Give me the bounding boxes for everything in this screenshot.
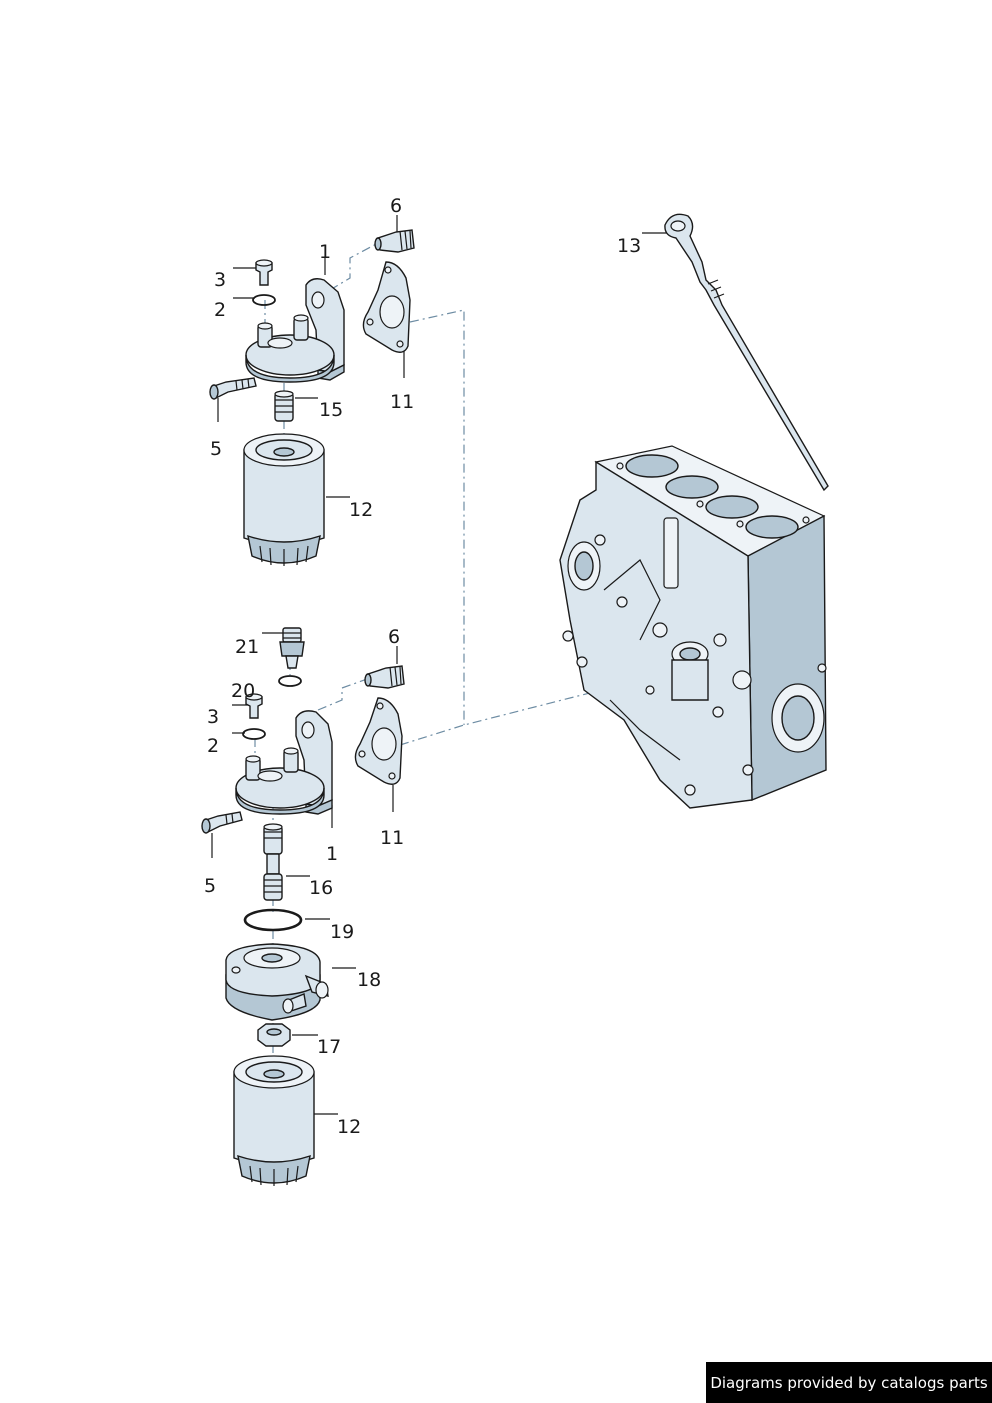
- callout-20: 20: [231, 680, 256, 702]
- threaded-pin-top: [274, 390, 294, 422]
- oil-cooler-18: [225, 943, 329, 1021]
- seal-ring-20: [278, 675, 302, 687]
- callout-2-bottom: 2: [207, 735, 220, 757]
- gasket-bottom: [354, 697, 403, 785]
- engine-block: [559, 445, 827, 809]
- oil-pressure-switch-top: [374, 229, 415, 253]
- oil-dipstick: [664, 213, 829, 492]
- pressure-switch-21: [279, 627, 305, 669]
- oil-filter-flange-bottom: [235, 710, 333, 815]
- callout-1-bottom: 1: [326, 843, 339, 865]
- callout-3-bottom: 3: [207, 706, 220, 728]
- callout-12-bottom: 12: [337, 1116, 362, 1138]
- oil-filter-flange-top: [245, 278, 345, 383]
- oil-filter-top: [243, 433, 325, 566]
- callout-16: 16: [309, 877, 334, 899]
- callout-1-top: 1: [319, 241, 332, 263]
- callout-15: 15: [319, 399, 344, 421]
- oil-filter-bottom: [233, 1055, 315, 1186]
- threaded-pin-16: [263, 823, 283, 901]
- callout-6-top: 6: [390, 195, 403, 217]
- callout-13: 13: [617, 235, 642, 257]
- callout-11-bottom: 11: [380, 827, 405, 849]
- screw-plug-bottom: [245, 693, 263, 719]
- credit-banner: Diagrams provided by catalogs parts: [706, 1362, 992, 1403]
- oil-pressure-switch-bottom: [364, 665, 405, 689]
- callout-5-bottom: 5: [204, 875, 217, 897]
- callout-12-top: 12: [349, 499, 374, 521]
- callout-21: 21: [235, 636, 260, 658]
- callout-11-top: 11: [390, 391, 415, 413]
- screw-plug-top: [255, 259, 273, 286]
- bolt-top: [209, 377, 257, 400]
- gasket-top: [362, 261, 411, 353]
- callout-17: 17: [317, 1036, 342, 1058]
- nut-17: [257, 1023, 291, 1047]
- callout-3-top: 3: [214, 269, 227, 291]
- callout-6-bottom: 6: [388, 626, 401, 648]
- o-ring-19: [243, 908, 303, 932]
- callout-2-top: 2: [214, 299, 227, 321]
- callout-5-top: 5: [210, 438, 223, 460]
- leader-lines: [211, 215, 668, 1115]
- seal-ring-top: [252, 294, 276, 306]
- bolt-bottom: [201, 811, 243, 834]
- callout-19: 19: [330, 921, 355, 943]
- callout-18: 18: [357, 969, 382, 991]
- seal-ring-bottom: [242, 728, 266, 740]
